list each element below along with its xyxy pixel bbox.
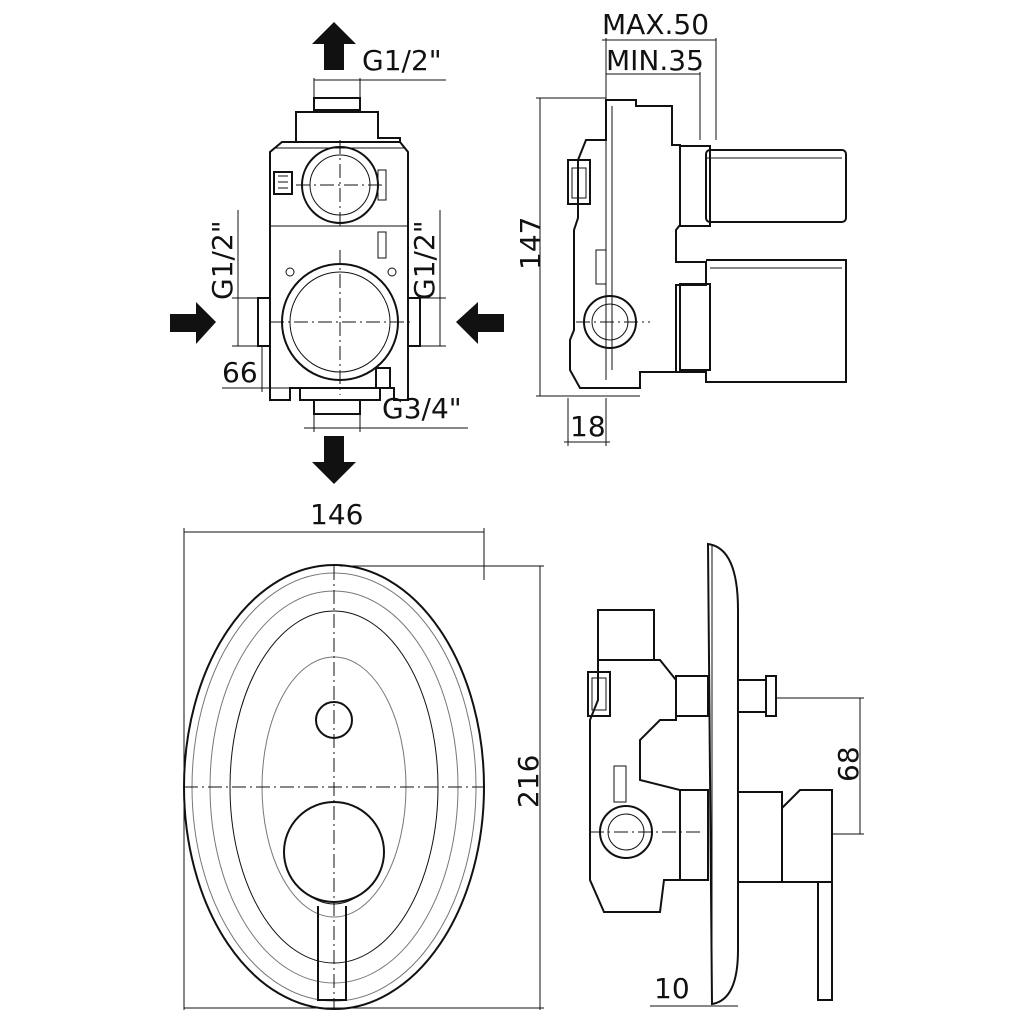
outlet-top-label: G1/2" bbox=[362, 44, 442, 77]
max-label: MAX.50 bbox=[602, 8, 709, 41]
height-label: 147 bbox=[514, 217, 547, 270]
outlet-down-arrow bbox=[312, 436, 356, 484]
depth-label: 18 bbox=[570, 410, 606, 443]
offset-label: 66 bbox=[222, 356, 258, 389]
plate-thickness-label: 10 bbox=[654, 972, 690, 1005]
cover-plate-front-view: 146 216 bbox=[183, 498, 545, 1010]
min-label: MIN.35 bbox=[606, 44, 704, 77]
handle-offset-label: 68 bbox=[832, 746, 865, 782]
outlet-bottom-label: G3/4" bbox=[382, 392, 462, 425]
inlet-right-label: G1/2" bbox=[408, 220, 441, 300]
inlet-left-label: G1/2" bbox=[206, 220, 239, 300]
height-label: 216 bbox=[512, 755, 545, 808]
width-label: 146 bbox=[310, 498, 363, 531]
inlet-right-arrow bbox=[456, 302, 504, 344]
valve-body-front-view: G1/2" bbox=[170, 22, 504, 484]
assembled-side-view: 68 10 bbox=[587, 542, 865, 1007]
valve-body-side-view: MAX.50 MIN.35 147 18 bbox=[514, 8, 847, 446]
outlet-up-arrow bbox=[312, 22, 356, 70]
inlet-left-arrow bbox=[170, 302, 216, 344]
